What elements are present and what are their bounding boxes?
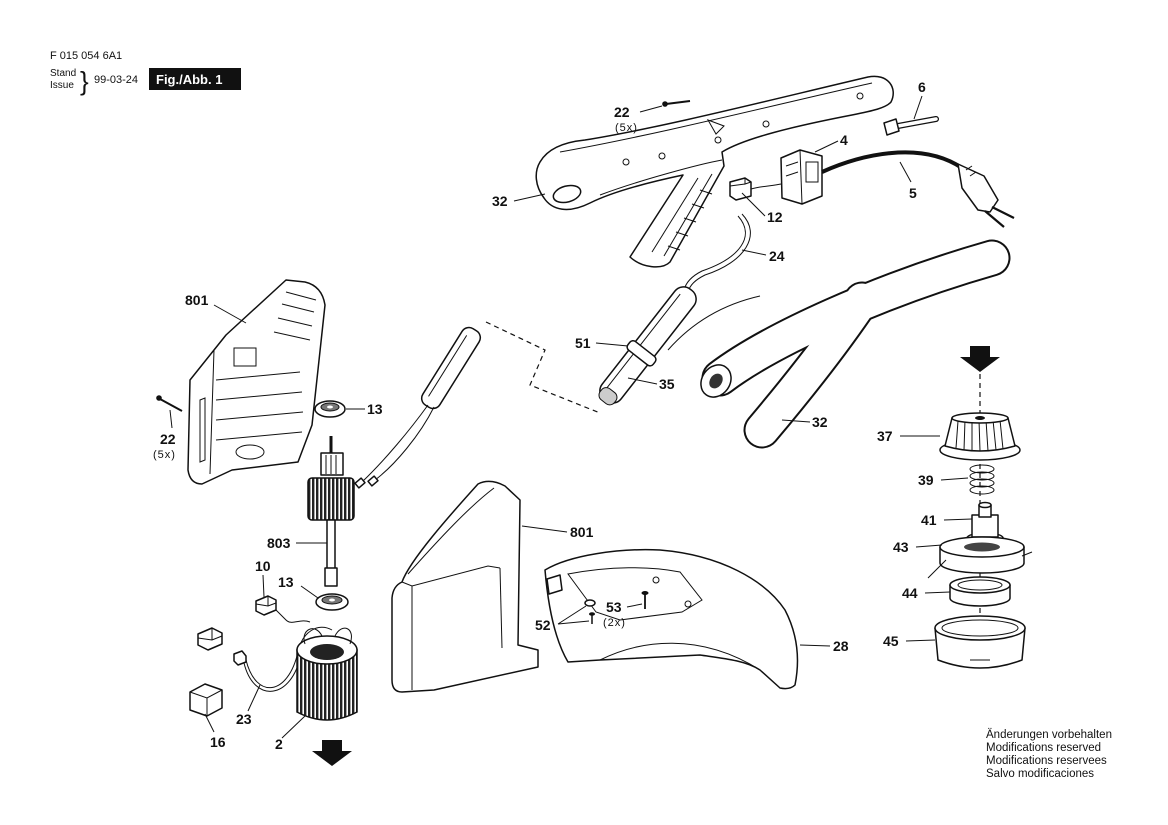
callout-22-top-qty: (5x) [615,122,638,134]
notice-line-french: Modifications reservees [986,755,1107,767]
callout-22-top: 22 [614,104,630,120]
part-52-nut-and-pad [546,574,596,624]
part-5-power-cord [821,150,1015,228]
part-53-screw [641,591,649,609]
part-6-cord-clamp [883,116,939,136]
part-12-block [729,177,782,201]
callout-53-qty: (2x) [603,617,626,629]
callout-28: 28 [833,638,849,654]
callout-22-left: 22 [160,431,176,447]
callout-35: 35 [659,376,675,392]
part-43-spool [927,536,1033,579]
callout-5: 5 [909,185,917,201]
notice-line-english: Modifications reserved [986,742,1101,754]
arrow-down-icon [960,346,1000,372]
part-10-brush-holder [255,595,311,623]
callout-51: 51 [575,335,591,351]
figure-label: Fig./Abb. 1 [156,72,222,87]
issue-date: 99-03-24 [94,74,138,86]
callout-13-upper: 13 [367,401,383,417]
part-35-cable-tube [598,286,697,406]
document-number: F 015 054 6A1 [50,50,122,62]
part-51-grommet [626,339,657,367]
callout-23: 23 [236,711,252,727]
modification-notice: Änderungen vorbehalten Modifications res… [986,729,1112,780]
part-16-block [189,683,223,717]
callout-4: 4 [840,132,848,148]
callout-12: 12 [767,209,783,225]
callout-43: 43 [893,539,909,555]
part-45-cap [934,615,1026,669]
callout-6: 6 [918,79,926,95]
part-37-fan [939,412,1021,461]
part-4-switch [780,149,823,205]
arrow-down-icon [312,740,352,766]
part-22-screw-left [156,395,183,412]
callout-37: 37 [877,428,893,444]
callout-labels: 22 (5x) 6 4 5 32 12 24 801 51 35 13 32 3… [153,79,937,752]
issue-label: Issue [50,80,74,91]
part-803-armature [307,436,355,587]
suppressor-capacitor [354,326,482,489]
document-header: F 015 054 6A1 Stand Issue } 99-03-24 Fig… [50,50,241,96]
callout-32-upper: 32 [492,193,508,209]
part-24-wire [683,213,751,293]
callout-2: 2 [275,736,283,752]
callout-24: 24 [769,248,785,264]
callout-44: 44 [902,585,918,601]
stand-label: Stand [50,68,76,79]
part-44-ring [949,576,1011,607]
connection-dashed-line [485,321,601,414]
callout-16: 16 [210,734,226,750]
part-13-bearing-lower [315,593,349,611]
figure-label-box [149,68,241,90]
callout-13-lower: 13 [278,574,294,590]
callout-801-left: 801 [185,292,209,308]
part-13-bearing-upper [314,400,346,418]
callout-22-left-qty: (5x) [153,449,176,461]
callout-801-right: 801 [570,524,594,540]
callout-53: 53 [606,599,622,615]
part-22-screw-top [662,100,691,107]
part-28-guard [544,548,799,690]
part-39-spring [969,464,995,495]
callout-39: 39 [918,472,934,488]
part-32-lower-handle [667,239,1011,449]
leader-lines [169,95,973,739]
callout-32-lower: 32 [812,414,828,430]
part-32-upper-handle [535,75,894,268]
brace-symbol: } [80,66,89,96]
callout-10: 10 [255,558,271,574]
notice-line-german: Änderungen vorbehalten [986,729,1112,741]
callout-52: 52 [535,617,551,633]
part-801-housing-left [187,279,326,485]
callout-45: 45 [883,633,899,649]
part-2-stator [296,627,358,721]
part-801-housing-right [391,480,539,693]
callout-41: 41 [921,512,937,528]
callout-803: 803 [267,535,291,551]
notice-line-spanish: Salvo modificaciones [986,768,1094,780]
